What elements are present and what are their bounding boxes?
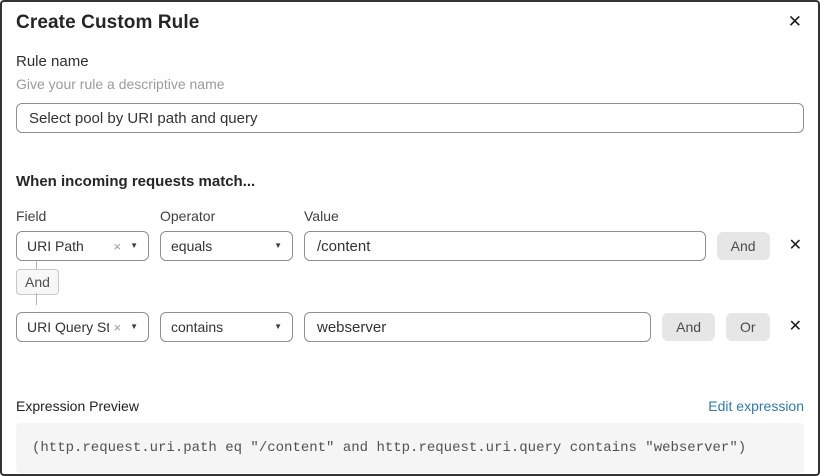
field-select-1-value: URI Path	[27, 238, 84, 254]
remove-condition-icon[interactable]: ✕	[788, 237, 802, 254]
clear-selection-icon[interactable]: ×	[113, 319, 122, 335]
field-select-2[interactable]: URI Query St... × ▼	[16, 312, 149, 342]
add-or-condition-button[interactable]: Or	[726, 313, 770, 341]
condition-connector: And	[16, 261, 804, 305]
dialog-title: Create Custom Rule	[16, 12, 200, 33]
condition-row-2: URI Query St... × ▼ contains ▼ And Or ✕	[16, 312, 804, 342]
rule-name-section: Rule name Give your rule a descriptive n…	[16, 53, 804, 133]
operator-select-2-value: contains	[171, 319, 224, 335]
value-input-1[interactable]	[304, 231, 706, 261]
expression-preview-header: Expression Preview Edit expression	[16, 398, 804, 414]
expression-code: (http.request.uri.path eq "/content" and…	[16, 423, 804, 473]
rule-name-label: Rule name	[16, 53, 89, 70]
operator-select-1[interactable]: equals ▼	[160, 231, 293, 261]
edit-expression-link[interactable]: Edit expression	[708, 398, 804, 414]
add-and-condition-button[interactable]: And	[662, 313, 716, 341]
condition-row-1: URI Path × ▼ equals ▼ And ✕	[16, 231, 804, 261]
rule-name-hint: Give your rule a descriptive name	[16, 76, 225, 92]
expression-preview-label: Expression Preview	[16, 398, 139, 414]
dialog-header: Create Custom Rule ✕	[16, 2, 804, 34]
column-label-operator: Operator	[160, 208, 216, 224]
value-input-2[interactable]	[304, 312, 652, 342]
field-select-1[interactable]: URI Path × ▼	[16, 231, 149, 261]
and-connector-badge: And	[16, 269, 59, 295]
column-label-field: Field	[16, 208, 47, 224]
field-select-2-value: URI Query St...	[27, 319, 110, 335]
close-icon[interactable]: ✕	[787, 12, 802, 31]
remove-condition-icon[interactable]: ✕	[788, 318, 802, 335]
rule-name-input[interactable]	[16, 103, 804, 133]
chevron-down-icon: ▼	[274, 241, 282, 250]
add-and-condition-button[interactable]: And	[716, 232, 770, 260]
chevron-down-icon: ▼	[130, 241, 138, 250]
clear-selection-icon[interactable]: ×	[113, 238, 122, 254]
column-label-value: Value	[304, 208, 339, 224]
matcher-heading: When incoming requests match...	[16, 173, 256, 190]
operator-select-2[interactable]: contains ▼	[160, 312, 293, 342]
matcher-column-labels: Field Operator Value	[16, 208, 804, 224]
chevron-down-icon: ▼	[130, 322, 138, 331]
chevron-down-icon: ▼	[274, 322, 282, 331]
operator-select-1-value: equals	[171, 238, 213, 254]
